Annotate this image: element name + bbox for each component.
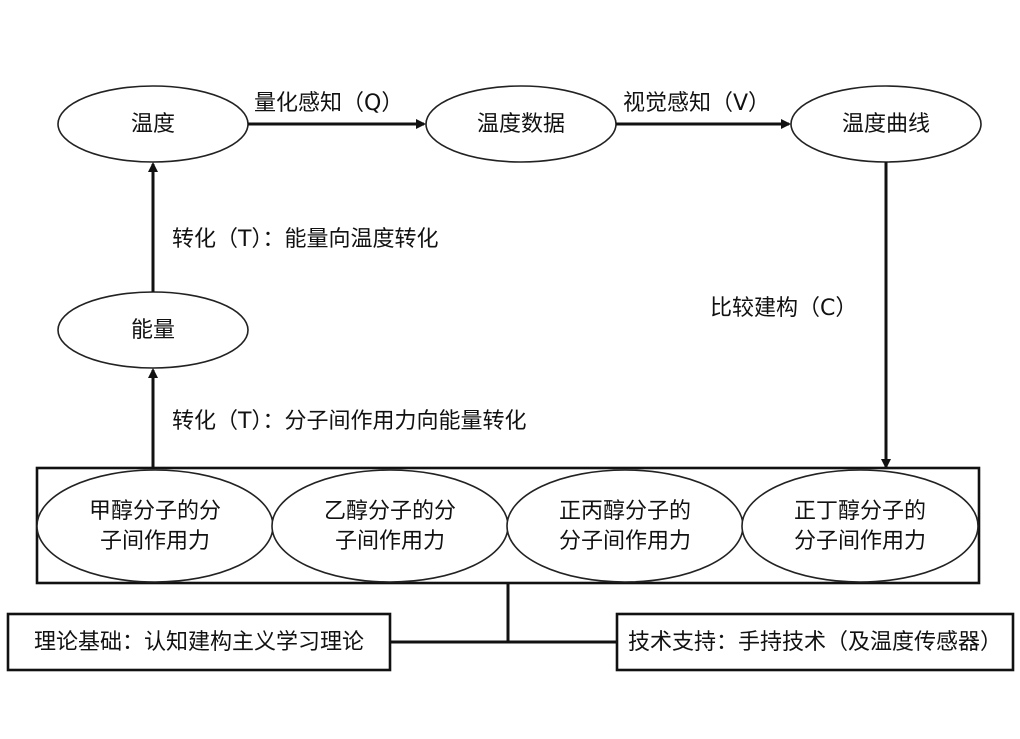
svg-text:正丁醇分子的: 正丁醇分子的	[794, 499, 926, 524]
svg-text:乙醇分子的分: 乙醇分子的分	[324, 499, 456, 524]
node-temperature: 温度	[57, 85, 249, 163]
edge-label-visual: 视觉感知（V）	[623, 91, 770, 116]
edge-label-force-energy: 转化（T）：分子间作用力向能量转化	[172, 409, 526, 434]
box-theory: 理论基础：认知建构主义学习理论	[6, 612, 392, 672]
molecule-methanol: 甲醇分子的分 子间作用力	[36, 469, 274, 583]
node-temperature-curve: 温度曲线	[790, 85, 982, 163]
svg-text:温度: 温度	[131, 112, 175, 137]
svg-text:技术支持：手持技术（及温度传感器）: 技术支持：手持技术（及温度传感器）	[628, 630, 1002, 655]
edge-label-energy-temperature: 转化（T）：能量向温度转化	[172, 227, 438, 252]
svg-text:子间作用力: 子间作用力	[100, 529, 210, 554]
svg-text:正丙醇分子的: 正丙醇分子的	[559, 499, 691, 524]
node-energy: 能量	[57, 291, 249, 369]
molecule-propanol: 正丙醇分子的 分子间作用力	[506, 469, 744, 583]
svg-text:分子间作用力: 分子间作用力	[794, 529, 926, 554]
svg-text:甲醇分子的分: 甲醇分子的分	[89, 499, 221, 524]
edge-label-quantify: 量化感知（Q）	[254, 91, 403, 116]
molecule-butanol: 正丁醇分子的 分子间作用力	[741, 469, 979, 583]
svg-text:分子间作用力: 分子间作用力	[559, 529, 691, 554]
svg-text:理论基础：认知建构主义学习理论: 理论基础：认知建构主义学习理论	[34, 630, 364, 655]
svg-text:能量: 能量	[131, 318, 175, 343]
edge-label-compare: 比较建构（C）	[710, 296, 857, 321]
box-technology: 技术支持：手持技术（及温度传感器）	[615, 612, 1015, 672]
svg-text:温度数据: 温度数据	[477, 112, 565, 137]
molecule-ethanol: 乙醇分子的分 子间作用力	[271, 469, 509, 583]
svg-text:子间作用力: 子间作用力	[335, 529, 445, 554]
svg-text:温度曲线: 温度曲线	[842, 112, 930, 137]
node-temperature-data: 温度数据	[425, 85, 617, 163]
